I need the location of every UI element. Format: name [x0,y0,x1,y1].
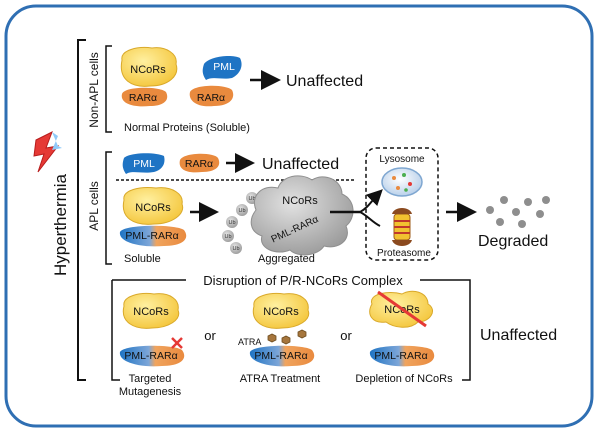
ncors-label: NCoRs [263,306,299,318]
non-apl-rara-1: RARα [121,87,168,107]
apl-label: APL cells [87,181,101,231]
aggregate-caption: Aggregated [258,253,315,265]
panel-depletion-caption: Depletion of NCoRs [355,373,453,385]
panel-mutagenesis-ncors: NCoRs [122,293,180,329]
panel-atra-caption: ATRA Treatment [240,373,321,385]
disruption-title: Disruption of P/R-NCoRs Complex [203,273,403,288]
strike-mark [377,290,427,328]
apl-soluble-caption: Soluble [124,253,161,265]
non-apl-bracket [105,45,112,133]
fusion-label: PML-RARα [125,230,178,242]
ub-label: Ub [238,208,245,214]
non-apl-rara-2: RARα [189,85,234,107]
panel-atra-fusion: PML-RARα [249,345,315,367]
or-separator-1: or [204,328,216,343]
atra-molecule-icon [267,329,307,345]
rara-label: RARα [185,158,213,170]
proteasome-icon [392,208,412,246]
fusion-label: PML-RARα [124,350,177,362]
ncors-label: NCoRs [135,202,171,214]
side-label: Hyperthermia [51,173,70,276]
apl-bracket [105,151,112,265]
pml-label: PML [133,158,155,170]
aggregate-ncors-label: NCoRs [282,195,318,207]
panel-depletion-ncors: NCoRs [369,290,433,328]
ncors-label: NCoRs [133,306,169,318]
non-apl-outcome: Unaffected [286,73,363,90]
ub-label: Ub [228,220,235,226]
apl-top-outcome: Unaffected [262,156,339,173]
apl-soluble-fusion: PML-RARα [119,225,187,247]
mutation-x-icon [171,337,183,349]
disruption-bracket-right [420,279,471,381]
non-apl-ncors: NCoRs [120,47,178,87]
ncors-label: NCoRs [130,64,166,76]
ub-label: Ub [232,246,239,252]
panel-atra-ncors: NCoRs [252,293,310,329]
panel-depletion-fusion: PML-RARα [369,345,435,367]
lightning-bolt-icon [33,130,62,173]
ub-label: Ub [224,234,231,240]
non-apl-label: Non-APL cells [87,52,101,128]
pml-label: PML [213,61,235,73]
apl-arrow-proteasome [359,211,381,227]
apl-soluble-ncors: NCoRs [122,187,184,225]
aggregate-blob: NCoRs PML-RARα [250,175,354,256]
fusion-label: PML-RARα [254,350,307,362]
degradation-box [365,147,439,261]
apl-outcome: Degraded [478,233,548,250]
lysosome-icon [381,167,423,197]
disruption-bracket-left [111,280,120,381]
apl-arrow-lysosome [359,189,383,213]
main-bracket [77,39,86,381]
panel-mutagenesis-fusion: PML-RARα [119,345,185,367]
rara-label: RARα [129,92,157,104]
atra-label: ATRA [238,337,261,347]
or-separator-2: or [340,328,352,343]
proteasome-label: Proteasome [377,248,431,259]
panel-mutagenesis-caption-2: Mutagenesis [119,386,182,398]
non-apl-pml: PML [202,56,242,80]
rara-label: RARα [197,92,225,104]
ub-label: Ub [248,196,255,202]
apl-rara: RARα [179,153,220,173]
disruption-outcome: Unaffected [480,327,557,344]
non-apl-caption: Normal Proteins (Soluble) [124,122,250,134]
lysosome-label: Lysosome [379,154,425,165]
panel-mutagenesis-caption-1: Targeted [129,373,172,385]
degraded-fragments [486,196,550,228]
fusion-label: PML-RARα [374,350,427,362]
apl-pml: PML [122,153,165,174]
